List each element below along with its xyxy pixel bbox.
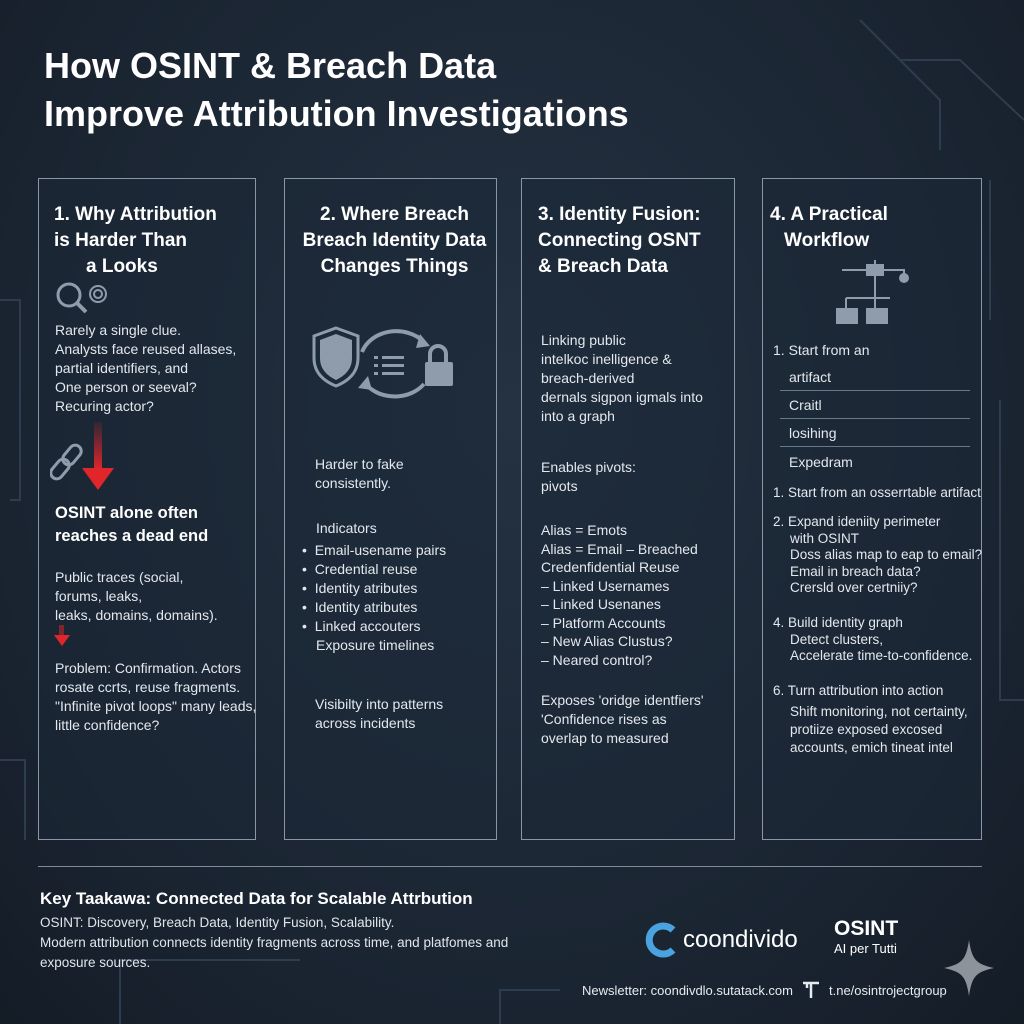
newsletter-link[interactable]: Newsletter: coondivdlo.sutatack.com — [582, 982, 793, 998]
red-down-arrow-icon — [82, 422, 114, 490]
key-takeaway-heading: Key Taakawa: Connected Data for Scalable… — [40, 889, 473, 908]
workflow-table-row: losihing — [789, 425, 837, 441]
workflow-diagram-icon — [836, 260, 909, 324]
panel-workflow — [762, 178, 982, 840]
panel-3-pivots: Enables pivots:pivots — [541, 459, 636, 494]
telegram-icon — [802, 981, 819, 998]
telegram-link[interactable]: t.ne/osintrojectgroup — [828, 982, 947, 998]
list-item: • Linked accouters — [302, 618, 421, 634]
panel-3-exposes: Exposes 'oridge identfiers''Confidence r… — [541, 692, 704, 746]
workflow-step-1-short: 1. Start from an — [773, 342, 870, 358]
panel-breach-data — [284, 178, 497, 840]
key-takeaway-body: OSINT: Discovery, Breach Data, Identity … — [40, 915, 509, 970]
workflow-artifact: artifact — [789, 369, 832, 385]
list-item: • Identity atributes — [302, 599, 418, 615]
panel-1-intro: Rarely a single clue.Analysts face reuse… — [55, 322, 237, 414]
workflow-step: 1. Start from an osserrtable artifact — [773, 485, 981, 500]
workflow-table: Craitl losihing Expedram — [780, 390, 970, 474]
panel-identity-fusion — [521, 178, 735, 840]
footer-links: Newsletter: coondivdlo.sutatack.com t.ne/… — [582, 980, 947, 1000]
panel-1-traces: Public traces (social,forums, leaks,leak… — [55, 569, 218, 623]
shield-sync-lock-icon — [312, 326, 453, 399]
coondivido-logo: coondivido — [645, 922, 798, 958]
workflow-table-row: Expedram — [789, 454, 853, 470]
small-red-arrow-icon — [54, 625, 70, 646]
list-item: • Credential reuse — [302, 561, 418, 577]
list-item: • Email-usename pairs — [302, 542, 447, 558]
footer-divider — [38, 866, 982, 867]
indicators-list: • Email-usename pairs • Credential reuse… — [302, 542, 447, 653]
chain-link-icon — [50, 443, 83, 481]
sparkle-icon — [944, 940, 994, 996]
panel-why-attribution — [38, 178, 256, 840]
coondivido-c-icon — [645, 922, 676, 958]
panel-3-title: 3. Identity Fusion:Connecting OSNT& Brea… — [538, 204, 701, 277]
indicators-label: Indicators — [316, 520, 377, 536]
magnifier-fingerprint-icon — [56, 282, 107, 314]
workflow-table-row: Craitl — [789, 397, 822, 413]
list-item: • Identity atributes — [302, 580, 418, 596]
